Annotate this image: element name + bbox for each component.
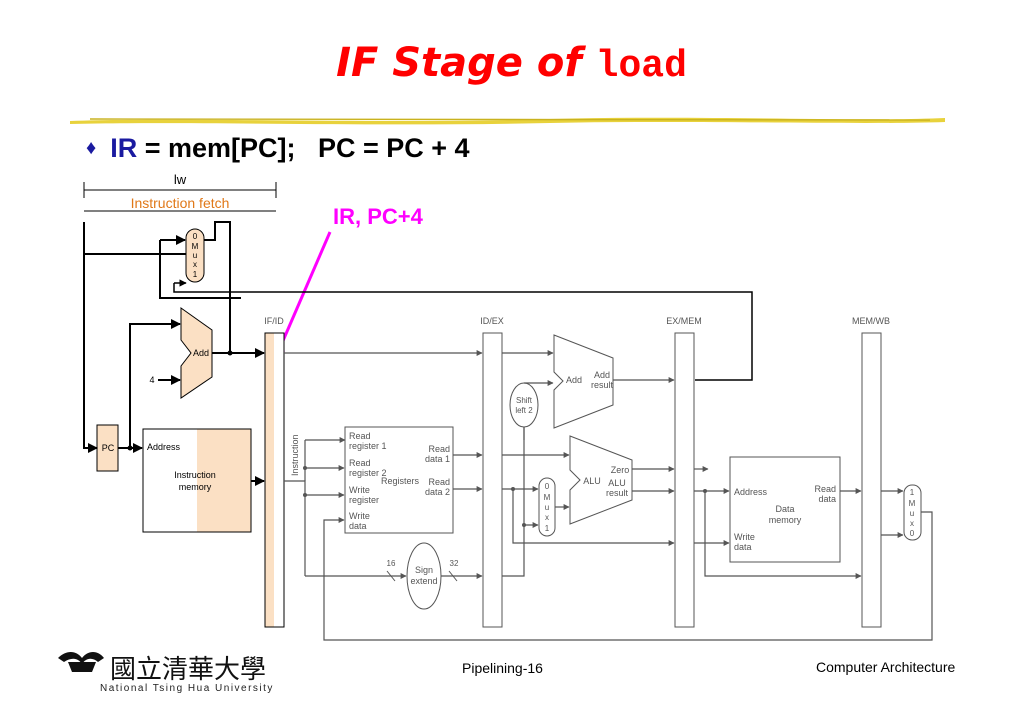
svg-text:Read: Read — [349, 458, 371, 468]
svg-text:Sign: Sign — [415, 565, 433, 575]
svg-text:Write: Write — [349, 485, 370, 495]
svg-text:IF/ID: IF/ID — [264, 316, 284, 326]
svg-text:ALU: ALU — [608, 478, 626, 488]
svg-text:Data: Data — [775, 504, 794, 514]
svg-text:EX/MEM: EX/MEM — [666, 316, 702, 326]
svg-text:result: result — [591, 380, 614, 390]
university-en: National Tsing Hua University — [100, 683, 274, 694]
svg-text:MEM/WB: MEM/WB — [852, 316, 890, 326]
shift-left-2: Shift left 2 — [509, 382, 539, 428]
svg-text:result: result — [606, 488, 629, 498]
svg-text:Read: Read — [349, 431, 371, 441]
pc-adder: Add — [180, 307, 213, 399]
stage-name-label: Instruction fetch — [131, 195, 230, 211]
instruction-memory: Address Instruction memory — [142, 428, 252, 533]
svg-text:x: x — [910, 519, 914, 528]
svg-text:register 2: register 2 — [349, 468, 387, 478]
svg-text:M: M — [909, 499, 916, 508]
svg-text:ALU: ALU — [583, 476, 601, 486]
svg-text:u: u — [193, 251, 197, 260]
svg-text:32: 32 — [450, 559, 459, 568]
svg-text:u: u — [910, 509, 914, 518]
svg-text:Shift: Shift — [516, 396, 533, 405]
data-memory: Address Read data Data memory Write data — [729, 456, 841, 563]
svg-text:Read: Read — [428, 477, 450, 487]
svg-text:M: M — [192, 242, 199, 251]
stage-instr-label: lw — [174, 172, 187, 187]
svg-text:0: 0 — [545, 482, 550, 491]
ex-mem-register: EX/MEM — [666, 316, 702, 628]
svg-text:M: M — [544, 493, 551, 502]
university-logo: 國立清華大學 — [56, 648, 286, 689]
datapath-wires — [284, 350, 933, 641]
svg-text:PC: PC — [102, 443, 115, 453]
svg-text:memory: memory — [769, 515, 802, 525]
slide-title-code: load — [595, 45, 687, 88]
svg-text:1: 1 — [545, 524, 550, 533]
instruction-bus-label: Instruction — [290, 434, 300, 476]
svg-text:data 2: data 2 — [425, 487, 450, 497]
register-file: Read register 1 Read register 2 Write re… — [344, 426, 454, 534]
annotation-arrow — [277, 231, 332, 351]
svg-text:data: data — [818, 494, 836, 504]
bullet-ir-fetch: ♦IR = mem[PC]; PC = PC + 4 — [86, 133, 470, 163]
annotation-label: IR, PC+4 — [333, 204, 424, 229]
svg-text:0: 0 — [910, 529, 915, 538]
svg-text:1: 1 — [193, 270, 198, 279]
title-underline — [70, 117, 945, 125]
svg-text:register: register — [349, 495, 379, 505]
branch-adder: Add Add result — [553, 334, 614, 429]
if-id-register: IF/ID — [264, 316, 285, 628]
svg-text:extend: extend — [410, 576, 437, 586]
svg-text:Add: Add — [193, 348, 209, 358]
svg-text:left 2: left 2 — [515, 406, 533, 415]
svg-text:x: x — [193, 260, 197, 269]
page-label: Pipelining-16 — [462, 660, 543, 676]
constant-four: 4 — [149, 375, 154, 385]
svg-text:data: data — [734, 542, 752, 552]
svg-text:Read: Read — [428, 444, 450, 454]
course-label: Computer Architecture — [816, 659, 956, 675]
svg-text:x: x — [545, 513, 549, 522]
svg-text:Zero: Zero — [611, 465, 630, 475]
svg-text:u: u — [545, 503, 549, 512]
svg-text:1: 1 — [910, 488, 915, 497]
pc-register: PC — [96, 424, 119, 472]
svg-text:16: 16 — [387, 559, 396, 568]
svg-text:Add: Add — [594, 370, 610, 380]
svg-text:ID/EX: ID/EX — [480, 316, 504, 326]
svg-text:Write: Write — [734, 532, 755, 542]
diamond-bullet-icon: ♦ — [86, 137, 97, 159]
svg-text:Write: Write — [349, 511, 370, 521]
svg-text:Registers: Registers — [381, 476, 420, 486]
sign-extend: Sign extend 16 32 — [387, 542, 459, 610]
svg-text:Read: Read — [814, 484, 836, 494]
svg-text:Address: Address — [734, 487, 768, 497]
writeback-mux: 1 M u x 0 — [903, 484, 922, 541]
id-ex-register: ID/EX — [480, 316, 504, 628]
mem-wb-register: MEM/WB — [852, 316, 890, 628]
svg-text:Address: Address — [147, 442, 181, 452]
alu-source-mux: 0 M u x 1 — [538, 477, 556, 537]
pc-source-mux: 0 M u x 1 — [185, 228, 205, 283]
stage-bracket: lw Instruction fetch — [83, 172, 277, 212]
svg-text:data: data — [349, 521, 367, 531]
svg-text:memory: memory — [179, 482, 212, 492]
alu: ALU Zero ALU result — [569, 435, 633, 525]
university-zh: 國立清華大學 — [110, 654, 266, 684]
svg-text:Add: Add — [566, 375, 582, 385]
slide-title: IF Stage of load — [336, 40, 687, 88]
if-stage-wires — [83, 221, 265, 486]
svg-text:0: 0 — [193, 232, 198, 241]
svg-text:data 1: data 1 — [425, 454, 450, 464]
svg-text:register 1: register 1 — [349, 441, 387, 451]
svg-text:Instruction: Instruction — [174, 470, 216, 480]
